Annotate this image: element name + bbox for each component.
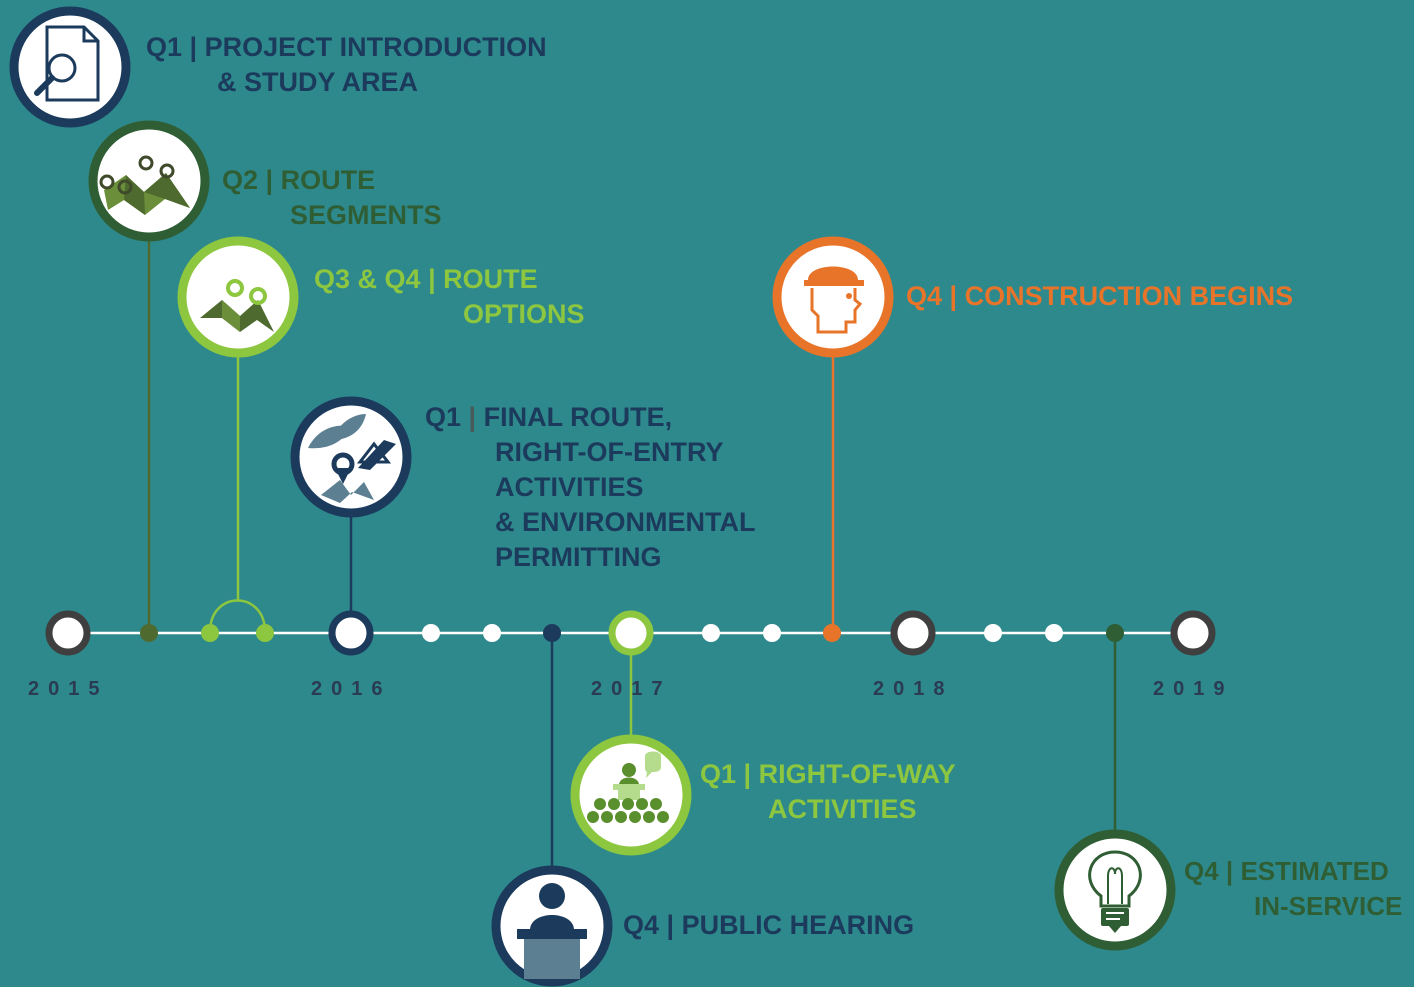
speaker-podium-icon	[517, 883, 587, 979]
year-label-2015: 2015	[28, 678, 109, 700]
year-node-2018	[890, 610, 936, 656]
quarter-dot	[201, 624, 219, 642]
quarter-dot	[1106, 624, 1124, 642]
milestone-title-line: ACTIVITIES	[495, 472, 644, 502]
quarter-dot	[422, 624, 440, 642]
milestone-circle-m1	[9, 6, 131, 128]
milestone-label-m7: Q4 | CONSTRUCTION BEGINS	[906, 279, 1293, 314]
milestone-quarter: Q4	[1184, 856, 1219, 886]
milestone-label-m8: Q4 | ESTIMATED IN-SERVICE	[1184, 854, 1402, 924]
milestone-title-line: IN-SERVICE	[1254, 891, 1403, 921]
milestone-title-line: CONSTRUCTION BEGINS	[964, 281, 1294, 311]
milestone-separator: |	[265, 165, 274, 195]
milestone-title-line: RIGHT-OF-WAY	[758, 759, 956, 789]
quarter-dot	[256, 624, 274, 642]
milestone-label-m3: Q3 & Q4 | ROUTE OPTIONS	[314, 262, 585, 332]
milestone-title-line: ACTIVITIES	[768, 794, 917, 824]
milestone-separator: |	[468, 402, 477, 432]
milestone-title-line: PROJECT INTRODUCTION	[204, 32, 547, 62]
milestone-quarter: Q2	[222, 165, 259, 195]
milestone-title-line: ROUTE	[280, 165, 376, 195]
quarter-dot	[763, 624, 781, 642]
year-node-2015	[45, 610, 91, 656]
milestone-quarter: Q1	[425, 402, 462, 432]
milestone-circle-m7	[772, 236, 894, 358]
year-label-2016: 2016	[311, 678, 392, 700]
milestone-quarter: Q4	[623, 910, 660, 940]
leaf-map-survey-icon	[308, 414, 396, 503]
document-search-icon	[34, 25, 100, 102]
milestone-separator: |	[666, 910, 675, 940]
milestone-title-line: PUBLIC HEARING	[681, 910, 915, 940]
year-label-2017: 2017	[591, 678, 672, 700]
hard-hat-worker-icon	[804, 266, 864, 334]
milestone-title-line: OPTIONS	[463, 299, 585, 329]
milestone-title-line: RIGHT-OF-ENTRY	[495, 437, 724, 467]
milestone-label-m5: Q4 | PUBLIC HEARING	[623, 908, 914, 943]
milestone-title-line: FINAL ROUTE,	[483, 402, 673, 432]
milestone-title-line: & ENVIRONMENTAL	[495, 507, 756, 537]
milestone-title-line: ESTIMATED	[1240, 856, 1389, 886]
connector-m3-bracket	[208, 599, 267, 633]
light-bulb-icon	[1088, 850, 1142, 933]
milestone-label-m6: Q1 | RIGHT-OF-WAY ACTIVITIES	[700, 757, 956, 827]
quarter-dot	[140, 624, 158, 642]
milestone-circle-m6	[570, 734, 692, 856]
milestone-quarter: Q1	[700, 759, 737, 789]
map-pins-icon	[99, 155, 190, 215]
year-node-2019	[1170, 610, 1216, 656]
quarter-dot	[483, 624, 501, 642]
milestone-label-m4: Q1 | FINAL ROUTE, RIGHT-OF-ENTRY ACTIVIT…	[425, 400, 756, 575]
milestone-separator: |	[428, 264, 436, 294]
year-label-2018: 2018	[873, 678, 954, 700]
year-label-2019: 2019	[1153, 678, 1234, 700]
milestone-title-line: & STUDY AREA	[217, 67, 419, 97]
milestone-separator: |	[189, 32, 198, 62]
quarter-dot	[1045, 624, 1063, 642]
milestone-quarter: Q3 & Q4	[314, 264, 421, 294]
year-node-2017	[608, 610, 654, 656]
milestone-circle-m8	[1054, 829, 1176, 951]
milestone-separator: |	[1225, 856, 1234, 886]
milestone-circle-m4	[290, 396, 412, 518]
milestone-circle-m3	[177, 236, 299, 358]
quarter-dot	[543, 624, 561, 642]
milestone-title-line: PERMITTING	[495, 542, 662, 572]
milestone-label-m2: Q2 | ROUTE SEGMENTS	[222, 163, 442, 233]
milestone-label-m1: Q1 | PROJECT INTRODUCTION & STUDY AREA	[146, 30, 547, 100]
milestone-separator: |	[743, 759, 752, 789]
map-pin-icon	[200, 279, 274, 332]
audience-meeting-icon	[587, 751, 669, 823]
milestone-circle-m5	[491, 865, 613, 987]
quarter-dot	[823, 624, 841, 642]
quarter-dot	[984, 624, 1002, 642]
milestone-title-line: SEGMENTS	[290, 200, 442, 230]
milestone-separator: |	[949, 281, 958, 311]
milestone-circle-m2	[88, 120, 210, 242]
milestone-quarter: Q4	[906, 281, 943, 311]
year-node-2016	[328, 610, 374, 656]
milestone-quarter: Q1	[146, 32, 183, 62]
milestone-title-line: ROUTE	[443, 264, 538, 294]
quarter-dot	[702, 624, 720, 642]
